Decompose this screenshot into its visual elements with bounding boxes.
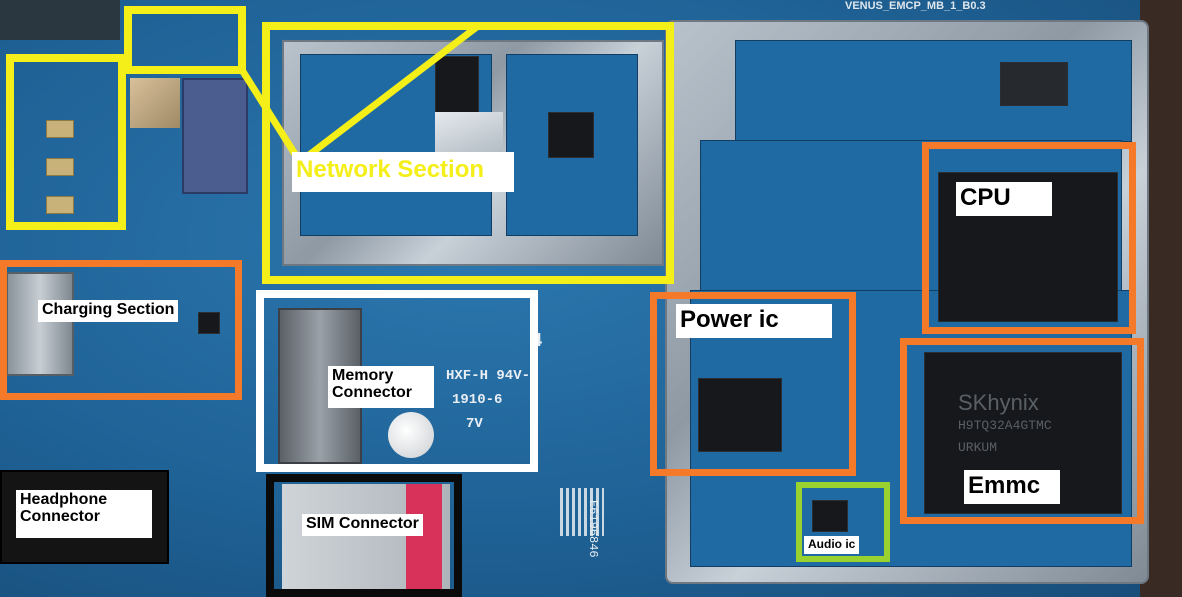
marking-7v: 7V (466, 416, 483, 432)
background-surface-top (0, 0, 120, 40)
headphone-connector-label-line1: Headphone (20, 491, 108, 508)
highlight-memory-connector (256, 290, 538, 472)
board-code: VENUS_EMCP_MB_1_B0.3 (845, 0, 986, 12)
memory-connector-label: Memory Connector (328, 366, 434, 408)
side-pad-2 (46, 158, 74, 176)
highlight-audio-ic (796, 482, 890, 562)
highlight-network-section (262, 22, 674, 284)
highlight-sim-connector (266, 474, 462, 597)
power-ic-label: Power ic (676, 304, 832, 338)
network-pointer-line-1 (239, 68, 303, 164)
network-chip-2 (548, 112, 594, 158)
memory-connector-label-line2: Connector (332, 383, 412, 401)
charging-chip (198, 312, 220, 334)
cpu-label: CPU (956, 182, 1052, 216)
network-pointer-line-2 (297, 23, 481, 165)
sim-red-part (406, 484, 442, 597)
memory-connector-label-line1: Memory (332, 367, 394, 384)
emmc-chip-text-3: URKUM (958, 440, 998, 455)
highlight-emmc (900, 338, 1144, 524)
top-chip (1000, 62, 1068, 106)
headphone-connector-label-line2: Connector (20, 507, 100, 525)
marking-date: 1910-6 (452, 392, 503, 408)
network-label-bg (292, 152, 514, 192)
memory-capacitor (388, 412, 434, 458)
emmc-label: Emmc (964, 470, 1060, 504)
side-pad-3 (46, 196, 74, 214)
highlight-cpu (922, 142, 1136, 334)
charging-section-label: Charging Section (38, 300, 179, 322)
emmc-chip-text-2: H9TQ32A4GTMC (958, 418, 1052, 433)
power-ic-chip (698, 378, 782, 452)
highlight-antenna-connector (124, 6, 246, 74)
key-connector (182, 78, 248, 194)
sim-connector-label: SIM Connector (302, 514, 423, 536)
network-section-label: Network Section (296, 156, 485, 183)
audio-ic-label: Audio ic (804, 536, 860, 554)
side-pad-1 (46, 120, 74, 138)
headphone-connector-label: Headphone Connector (16, 490, 152, 538)
highlight-power-ic (650, 292, 856, 476)
highlight-side-keys (6, 54, 126, 230)
vibration-module (130, 78, 180, 128)
usb-port (6, 272, 74, 376)
datamatrix-code (560, 488, 604, 536)
emmc-chip-text-1: SKhynix (958, 390, 1039, 415)
audio-ic-chip (812, 500, 848, 532)
marking-hxf: HXF-H 94V-0 (446, 368, 539, 384)
highlight-charging-section (0, 260, 242, 400)
